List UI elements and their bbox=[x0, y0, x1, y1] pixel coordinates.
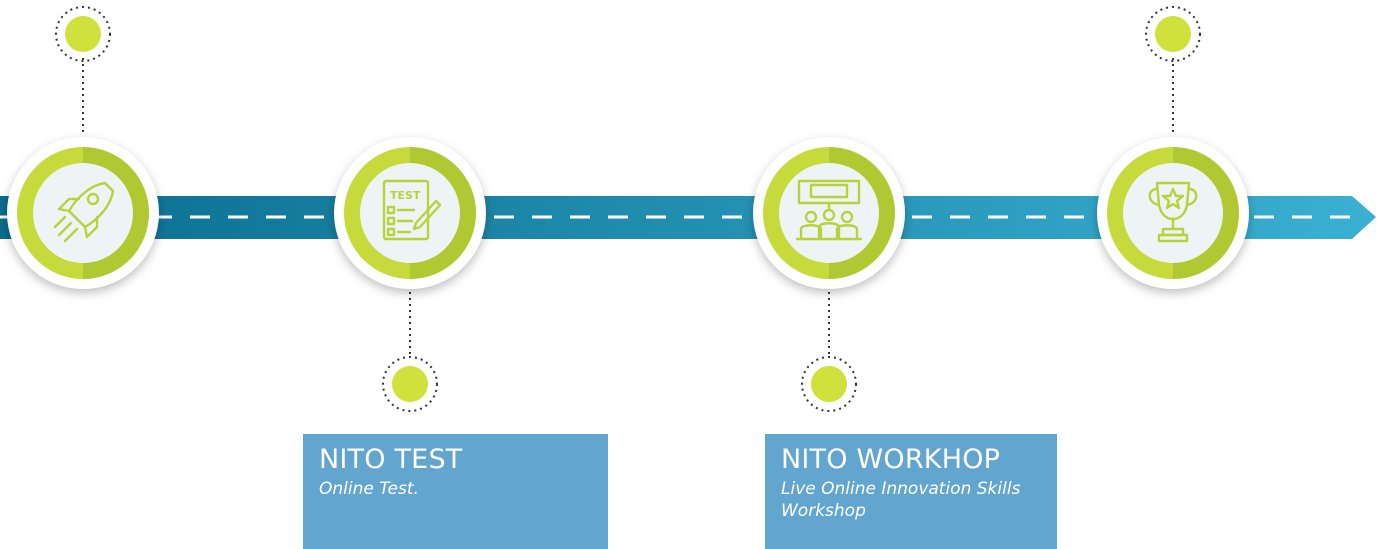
milestone-dot bbox=[65, 16, 101, 52]
milestone-dot bbox=[392, 366, 428, 402]
trophy-icon bbox=[1148, 181, 1198, 243]
connector-top-1 bbox=[55, 6, 111, 132]
milestone-2: TEST bbox=[334, 137, 486, 289]
workshop-audience-icon bbox=[795, 179, 863, 241]
card-description: Live Online Innovation Skills Workshop bbox=[781, 479, 1021, 521]
milestone-card-nito-test: NITO TEST Online Test. bbox=[303, 434, 608, 549]
connector-top-4 bbox=[1145, 6, 1201, 132]
test-icon-label: TEST bbox=[390, 189, 421, 202]
connector-bottom-3 bbox=[801, 286, 857, 412]
milestone-3 bbox=[753, 137, 905, 289]
milestone-dot bbox=[1155, 16, 1191, 52]
rocket-icon bbox=[53, 181, 115, 243]
connector-bottom-2 bbox=[382, 286, 438, 412]
milestone-1 bbox=[7, 137, 159, 289]
card-title: NITO WORKHOP bbox=[781, 444, 1001, 475]
milestone-4 bbox=[1097, 137, 1249, 289]
card-title: NITO TEST bbox=[319, 444, 463, 475]
card-description: Online Test. bbox=[319, 479, 419, 499]
milestone-dot bbox=[811, 366, 847, 402]
milestone-card-nito-workshop: NITO WORKHOP Live Online Innovation Skil… bbox=[765, 434, 1057, 549]
test-checklist-icon bbox=[382, 179, 442, 241]
